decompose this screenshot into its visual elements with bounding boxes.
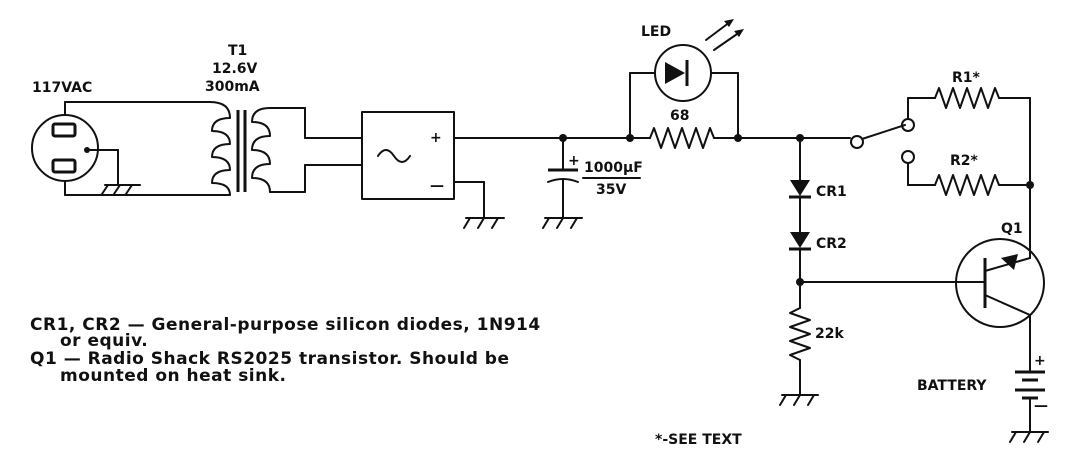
r2-label: R2* (950, 153, 979, 169)
selector-switch (850, 87, 1034, 259)
cap-value-label: 1000µF (584, 160, 643, 176)
cr2-label: CR2 (816, 236, 847, 252)
battery-plus-label: + (1034, 353, 1046, 369)
q1-label: Q1 (1001, 221, 1023, 237)
note-line-1: CR1, CR2 — General-purpose silicon diode… (30, 315, 541, 335)
led-label: LED (641, 24, 671, 40)
resistor-68-label: 68 (670, 108, 689, 124)
footnote-see-text: *-SEE TEXT (655, 432, 742, 448)
bridge-rectifier (361, 111, 631, 229)
battery-minus-label: — (1034, 398, 1048, 414)
cap-plus-label: + (568, 153, 580, 169)
diode-string (779, 134, 986, 406)
ac-plug (31, 101, 211, 196)
resistor-22k-label: 22k (815, 326, 844, 342)
transformer-name-label: T1 (228, 43, 247, 59)
bridge-minus-label: — (430, 178, 444, 194)
led-and-resistor-68 (626, 19, 851, 149)
note-line-3: Q1 — Radio Shack RS2025 transistor. Shou… (30, 349, 510, 369)
bridge-plus-label: + (430, 130, 442, 146)
transistor-q1 (955, 238, 1045, 371)
battery-label: BATTERY (917, 378, 987, 394)
cr1-label: CR1 (816, 184, 847, 200)
cap-voltage-label: 35V (596, 182, 626, 198)
transformer-voltage-label: 12.6V (212, 61, 258, 77)
note-line-4: mounted on heat sink. (60, 366, 287, 386)
filter-capacitor (542, 134, 583, 229)
battery (1009, 370, 1049, 443)
transformer-t1 (209, 101, 363, 196)
note-line-2: or equiv. (60, 331, 148, 351)
transformer-current-label: 300mA (205, 79, 260, 95)
ac-input-label: 117VAC (32, 80, 92, 96)
r1-label: R1* (952, 70, 981, 86)
